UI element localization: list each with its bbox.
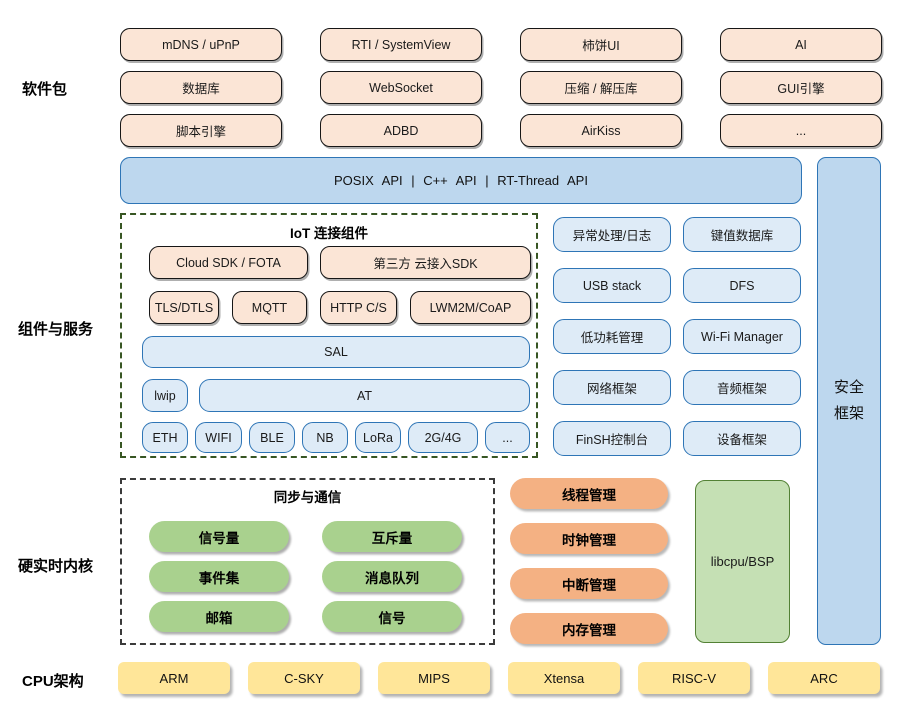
package-box: GUI引擎 xyxy=(720,71,882,104)
link-box: LoRa xyxy=(355,422,401,453)
sync-item: 邮箱 xyxy=(149,601,289,632)
sync-item: 消息队列 xyxy=(322,561,462,592)
service-box: 低功耗管理 xyxy=(553,319,671,354)
iot-sdk-box: Cloud SDK / FOTA xyxy=(149,246,308,279)
sal-layer-bar: SAL xyxy=(142,336,530,368)
services-grid: 异常处理/日志 键值数据库 USB stack DFS 低功耗管理 Wi-Fi … xyxy=(553,217,801,456)
sync-items-grid: 信号量 互斥量 事件集 消息队列 邮箱 信号 xyxy=(149,521,462,632)
iot-components-box: IoT 连接组件 Cloud SDK / FOTA 第三方 云接入SDK TLS… xyxy=(120,213,538,458)
iot-sdk-row: Cloud SDK / FOTA 第三方 云接入SDK xyxy=(149,246,531,279)
kernel-item: 内存管理 xyxy=(510,613,668,644)
band-label-kernel: 硬实时内核 xyxy=(18,558,94,575)
security-framework-label-line2: 框架 xyxy=(833,405,864,422)
security-framework-bar: 安全 框架 xyxy=(817,157,881,645)
service-box: 键值数据库 xyxy=(683,217,801,252)
cpu-arch-box: MIPS xyxy=(378,662,490,694)
cpu-arch-box: ARC xyxy=(768,662,880,694)
package-box: RTI / SystemView xyxy=(320,28,482,61)
iot-protocol-row: TLS/DTLS MQTT HTTP C/S LWM2M/CoAP xyxy=(149,291,531,324)
package-box: 柿饼UI xyxy=(520,28,682,61)
iot-protocol-box: LWM2M/CoAP xyxy=(410,291,531,324)
lwip-box: lwip xyxy=(142,379,188,412)
link-box: 2G/4G xyxy=(408,422,478,453)
link-box: NB xyxy=(302,422,348,453)
iot-netstack-row: lwip AT xyxy=(142,379,530,412)
service-box: 设备框架 xyxy=(683,421,801,456)
service-box: 网络框架 xyxy=(553,370,671,405)
link-box: ... xyxy=(485,422,530,453)
service-box: 异常处理/日志 xyxy=(553,217,671,252)
package-box: AirKiss xyxy=(520,114,682,147)
service-box: USB stack xyxy=(553,268,671,303)
band-label-cpu: CPU架构 xyxy=(22,673,84,690)
api-layer-bar: POSIX API | C++ API | RT-Thread API xyxy=(120,157,802,204)
service-box: FinSH控制台 xyxy=(553,421,671,456)
sync-item: 事件集 xyxy=(149,561,289,592)
sync-item: 互斥量 xyxy=(322,521,462,552)
cpu-arch-box: RISC-V xyxy=(638,662,750,694)
link-box: WIFI xyxy=(195,422,242,453)
cpu-arch-box: ARM xyxy=(118,662,230,694)
package-box: ADBD xyxy=(320,114,482,147)
package-box: 压缩 / 解压库 xyxy=(520,71,682,104)
package-box: AI xyxy=(720,28,882,61)
iot-protocol-box: HTTP C/S xyxy=(320,291,397,324)
iot-sdk-box: 第三方 云接入SDK xyxy=(320,246,531,279)
service-box: 音频框架 xyxy=(683,370,801,405)
link-box: BLE xyxy=(249,422,295,453)
iot-protocol-box: MQTT xyxy=(232,291,307,324)
kernel-item: 时钟管理 xyxy=(510,523,668,554)
sync-communication-box: 同步与通信 信号量 互斥量 事件集 消息队列 邮箱 信号 xyxy=(120,478,495,645)
iot-link-row: ETH WIFI BLE NB LoRa 2G/4G ... xyxy=(142,422,530,453)
cpu-arch-box: C-SKY xyxy=(248,662,360,694)
package-box: 数据库 xyxy=(120,71,282,104)
package-box: ... xyxy=(720,114,882,147)
band-label-packages: 软件包 xyxy=(22,81,68,98)
package-box: 脚本引擎 xyxy=(120,114,282,147)
link-box: ETH xyxy=(142,422,188,453)
sync-communication-title: 同步与通信 xyxy=(273,490,342,505)
security-framework-label-line1: 安全 xyxy=(833,378,864,396)
service-box: DFS xyxy=(683,268,801,303)
service-box: Wi-Fi Manager xyxy=(683,319,801,354)
package-box: WebSocket xyxy=(320,71,482,104)
sync-item: 信号 xyxy=(322,601,462,632)
cpu-arch-box: Xtensa xyxy=(508,662,620,694)
software-packages-grid: mDNS / uPnP RTI / SystemView 柿饼UI AI 数据库… xyxy=(120,28,882,147)
sync-item: 信号量 xyxy=(149,521,289,552)
kernel-item: 中断管理 xyxy=(510,568,668,599)
kernel-item: 线程管理 xyxy=(510,478,668,509)
iot-protocol-box: TLS/DTLS xyxy=(149,291,219,324)
cpu-arch-row: ARM C-SKY MIPS Xtensa RISC-V ARC xyxy=(118,662,880,694)
at-box: AT xyxy=(199,379,530,412)
iot-components-title: IoT 连接组件 xyxy=(290,226,368,241)
package-box: mDNS / uPnP xyxy=(120,28,282,61)
libcpu-bsp-box: libcpu/BSP xyxy=(695,480,790,643)
kernel-management-stack: 线程管理 时钟管理 中断管理 内存管理 xyxy=(510,478,668,644)
band-label-components: 组件与服务 xyxy=(18,321,94,338)
